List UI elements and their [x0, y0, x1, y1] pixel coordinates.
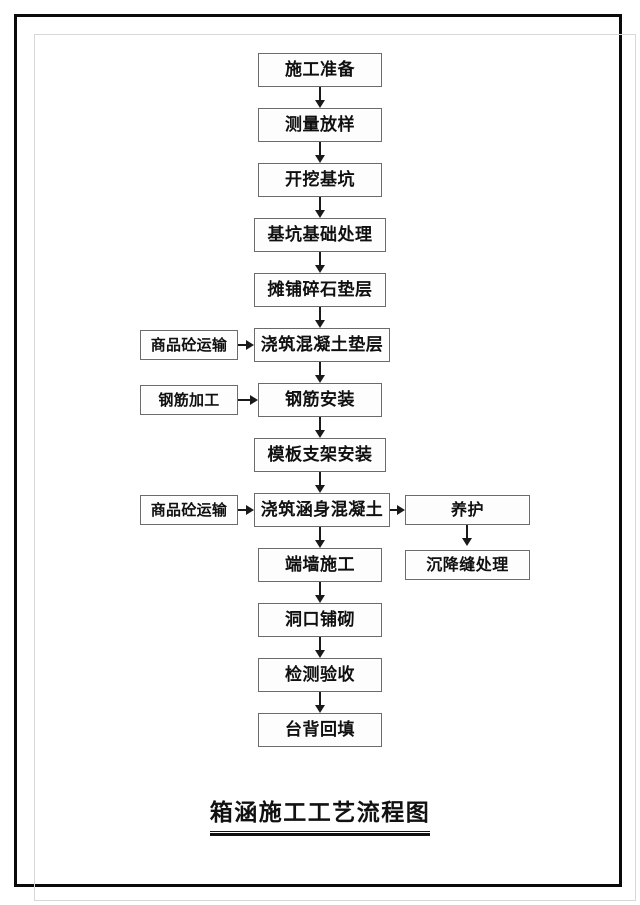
arrowhead-n11-n12 [315, 650, 325, 658]
connector-n1-n2 [319, 87, 321, 101]
flow-node-yanghu[interactable]: 养护 [405, 495, 530, 525]
connector-n11-n12 [319, 637, 321, 651]
flow-node-shangpintongyunshu-1[interactable]: 商品砼运输 [140, 330, 238, 360]
flow-node-tanpusuishidianceng[interactable]: 摊铺碎石垫层 [254, 273, 386, 307]
connector-n6-n7 [319, 362, 321, 376]
flow-node-duanqiangshigong[interactable]: 端墙施工 [258, 548, 382, 582]
connector-n12-n13 [319, 692, 321, 706]
arrowhead-n8-n9 [315, 485, 325, 493]
flow-node-shigongzhunbei[interactable]: 施工准备 [258, 53, 382, 87]
arrowhead-n6-n7 [315, 375, 325, 383]
arrowhead-n3-n4 [315, 210, 325, 218]
flow-node-kaiwajikeng[interactable]: 开挖基坑 [258, 163, 382, 197]
flow-node-jiaozhuhunningtudianceng[interactable]: 浇筑混凝土垫层 [254, 328, 390, 362]
flow-node-shangpintongyunshu-2[interactable]: 商品砼运输 [140, 495, 238, 525]
flow-node-gangjinjiagong[interactable]: 钢筋加工 [140, 385, 238, 415]
connector-n4-n5 [319, 252, 321, 266]
flow-node-chenjiangfengchuli[interactable]: 沉降缝处理 [405, 550, 530, 580]
flow-node-dongkoupuqi[interactable]: 洞口铺砌 [258, 603, 382, 637]
arrowhead-n2-n3 [315, 155, 325, 163]
connector-n2-n3 [319, 142, 321, 156]
connector-s3-n9 [238, 509, 246, 511]
connector-s1-n6 [238, 344, 246, 346]
connector-n3-n4 [319, 197, 321, 211]
arrowhead-n7-n8 [315, 430, 325, 438]
flow-node-jikengjichuchuli[interactable]: 基坑基础处理 [254, 218, 386, 252]
arrowhead-r1-r2 [462, 538, 472, 546]
connector-r1-r2 [466, 525, 468, 539]
flow-node-gangjinanzhuang[interactable]: 钢筋安装 [258, 383, 382, 417]
page-border-inner [34, 34, 636, 901]
flow-node-mubanzhijiaanzhuang[interactable]: 模板支架安装 [254, 438, 386, 472]
flow-node-jiaozhuhanshenhunningtu[interactable]: 浇筑涵身混凝土 [254, 493, 390, 527]
connector-s2-n7 [238, 399, 250, 401]
connector-n5-n6 [319, 307, 321, 321]
flow-node-taibeihuitian[interactable]: 台背回填 [258, 713, 382, 747]
arrowhead-n10-n11 [315, 595, 325, 603]
arrowhead-n9-n10 [315, 540, 325, 548]
connector-n7-n8 [319, 417, 321, 431]
chart-title-text: 箱涵施工工艺流程图 [209, 793, 431, 836]
flow-node-celiangfangyang[interactable]: 测量放样 [258, 108, 382, 142]
arrowhead-s3-n9 [246, 505, 254, 515]
chart-title: 箱涵施工工艺流程图 [0, 793, 640, 836]
arrowhead-n1-n2 [315, 100, 325, 108]
arrowhead-n4-n5 [315, 265, 325, 273]
connector-n10-n11 [319, 582, 321, 596]
arrowhead-n5-n6 [315, 320, 325, 328]
arrowhead-n12-n13 [315, 705, 325, 713]
connector-n9-n10 [319, 527, 321, 541]
arrowhead-s1-n6 [246, 340, 254, 350]
arrowhead-n9-r1 [397, 505, 405, 515]
flow-node-jianceyanshou[interactable]: 检测验收 [258, 658, 382, 692]
arrowhead-s2-n7 [250, 395, 258, 405]
connector-n8-n9 [319, 472, 321, 486]
connector-n9-r1 [390, 509, 397, 511]
